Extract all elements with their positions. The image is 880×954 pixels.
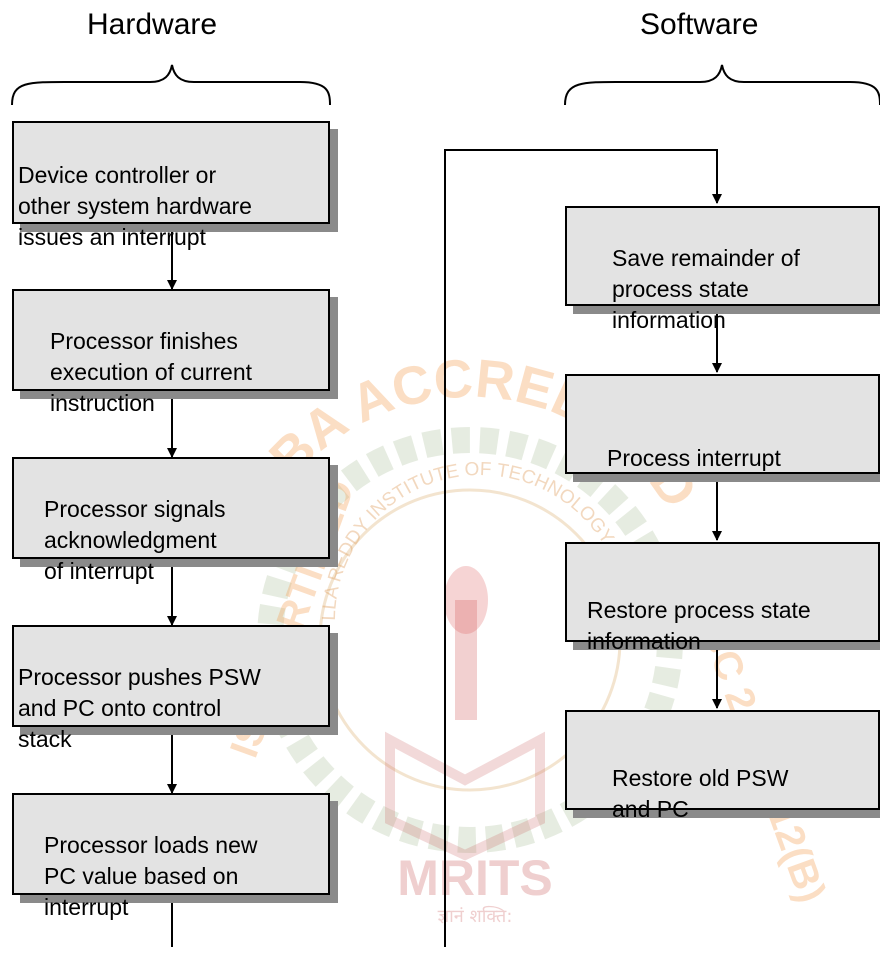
watermark-brand: MRITS [397,850,553,906]
sw-step-save-state: Save remainder of process state informat… [565,206,880,333]
sw-step-restore-state: Restore process state information [565,542,880,654]
hw-step-load-new-pc: Processor loads new PC value based on in… [12,793,330,920]
software-brace [564,64,880,106]
hw-step-interrupt-issued: Device controller or other system hardwa… [12,121,330,250]
software-header: Software [640,8,759,41]
torch-icon [455,600,477,720]
hw-step-acknowledge: Processor signals acknowledgment of inte… [12,457,330,584]
hw-step-finish-instruction: Processor finishes execution of current … [12,289,330,416]
hardware-header: Hardware [87,8,218,41]
hw-step-push-psw-pc: Processor pushes PSW and PC onto control… [12,625,330,752]
transfer-line [444,149,722,947]
hardware-brace [11,64,331,106]
sw-step-process-interrupt: Process interrupt [565,374,880,474]
sw-step-restore-psw-pc: Restore old PSW and PC [565,710,880,822]
book-icon [385,731,545,861]
watermark-motto: ज्ञानं शक्ति: [438,905,513,927]
